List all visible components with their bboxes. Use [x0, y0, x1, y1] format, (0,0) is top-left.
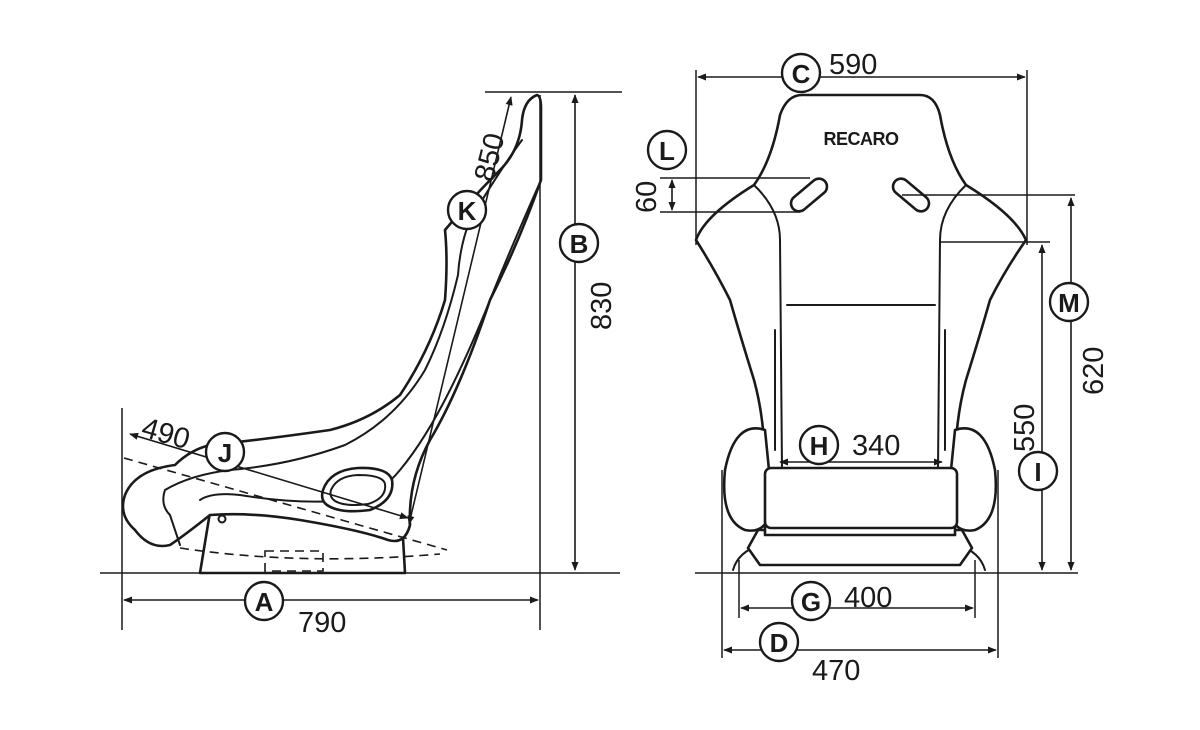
dim-A-value: 790 — [298, 607, 346, 639]
dim-L-value: 60 — [631, 181, 663, 213]
badge-L — [646, 129, 688, 171]
inner-panel-left — [753, 184, 783, 471]
badge-M — [1048, 281, 1090, 323]
dim-K-line — [407, 96, 513, 525]
dim-C-value: 590 — [829, 49, 877, 81]
badge-K — [446, 189, 488, 231]
badge-L-letter: L — [659, 136, 675, 166]
badge-D-letter: D — [770, 628, 789, 658]
badge-K-letter: K — [458, 196, 477, 226]
belt-slot-left — [789, 177, 829, 213]
badge-C — [780, 52, 822, 94]
badge-I — [1017, 450, 1059, 492]
dim-B-value: 830 — [586, 282, 618, 330]
side-view: A 790 B 830 K 850 J 490 — [100, 91, 622, 639]
badge-B-letter: B — [570, 229, 589, 259]
badge-H-letter: H — [810, 431, 829, 461]
backrest-shell-front — [694, 93, 1028, 537]
seat-rail — [264, 550, 324, 572]
badge-G — [790, 580, 832, 622]
badge-C-letter: C — [792, 59, 811, 89]
dim-I-value: 550 — [1009, 404, 1041, 452]
badge-A — [243, 580, 285, 622]
dim-J-value: 490 — [138, 412, 193, 456]
recaro-logo: RECARO — [823, 129, 899, 149]
badge-D — [758, 621, 800, 663]
badge-I-letter: I — [1034, 457, 1041, 487]
badge-H — [798, 424, 840, 466]
dim-J-line — [129, 432, 409, 520]
dim-J-reference — [123, 457, 448, 551]
badge-M-letter: M — [1058, 288, 1080, 318]
badge-G-letter: G — [801, 587, 821, 617]
seat-cushion — [763, 466, 959, 530]
badge-B — [558, 222, 600, 264]
inner-panel-right — [937, 184, 967, 471]
front-view: RECARO C 590 L 60 M 620 I 550 H 340 — [631, 49, 1110, 687]
rail-line — [179, 547, 441, 560]
dim-M-value: 620 — [1078, 347, 1110, 395]
dim-G-value: 400 — [844, 582, 892, 614]
badge-A-letter: A — [255, 587, 274, 617]
dim-H-value: 340 — [852, 430, 900, 462]
badge-J-letter: J — [218, 438, 232, 468]
dim-D-value: 470 — [812, 655, 860, 687]
badge-J — [204, 431, 246, 473]
